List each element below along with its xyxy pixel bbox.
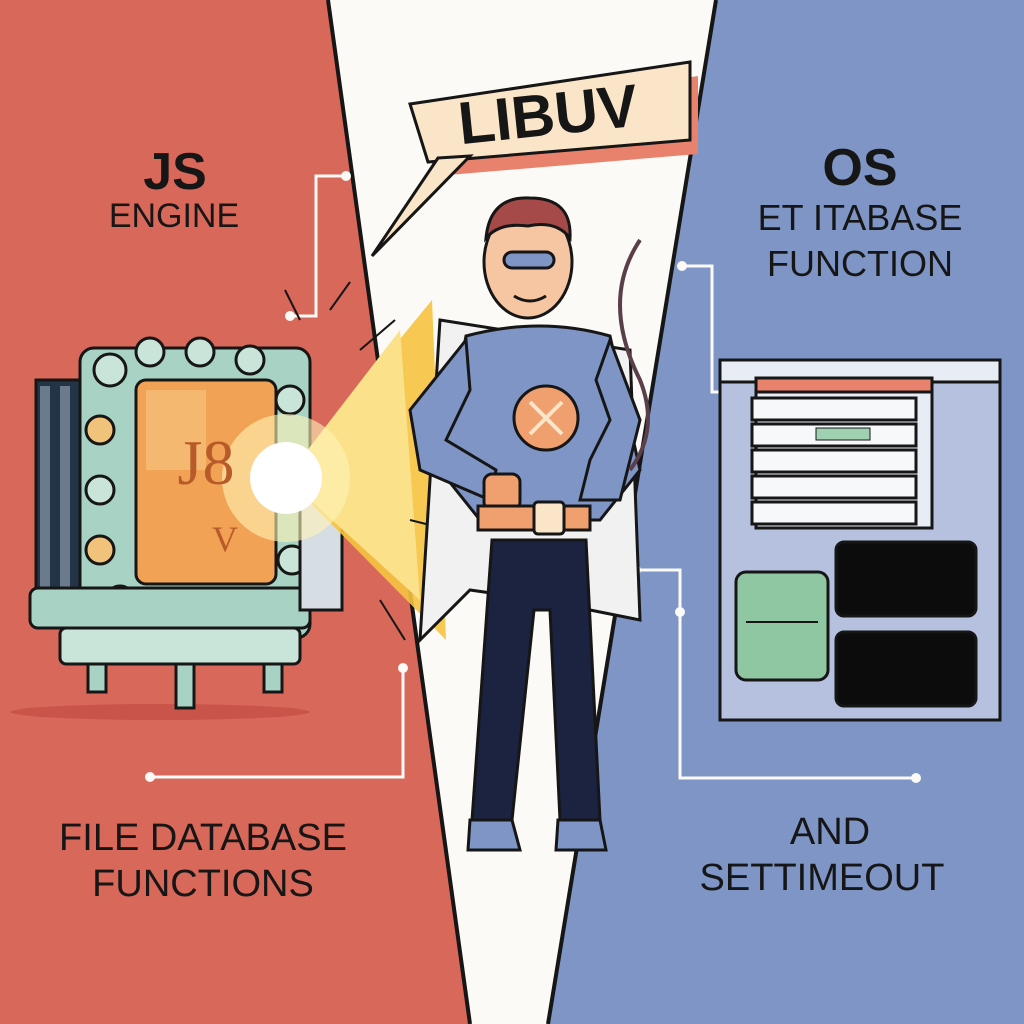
left-bottom-line1: FILE DATABASE: [59, 817, 347, 859]
speech-bubble: [370, 60, 698, 258]
cable: [618, 238, 650, 472]
server-icon: [718, 358, 1002, 722]
left-subtitle: ENGINE: [108, 197, 240, 235]
spark-icon: [222, 281, 451, 641]
hero-figure: [408, 196, 642, 852]
left-bottom-line2: FUNCTIONS: [92, 863, 314, 905]
engine-chip-mark: J8: [177, 427, 235, 498]
right-subtitle-line2: FUNCTION: [767, 243, 953, 284]
left-connectors: [150, 174, 405, 779]
right-bottom-line1: AND: [789, 811, 871, 853]
right-title: OS: [822, 139, 898, 197]
right-subtitle-line1: ET ITABASE: [757, 197, 963, 238]
right-bottom-line2: SETTIMEOUT: [699, 857, 945, 899]
engine-icon: [10, 336, 344, 720]
engine-chip-sub: V: [212, 519, 238, 559]
left-title: JS: [143, 143, 207, 201]
